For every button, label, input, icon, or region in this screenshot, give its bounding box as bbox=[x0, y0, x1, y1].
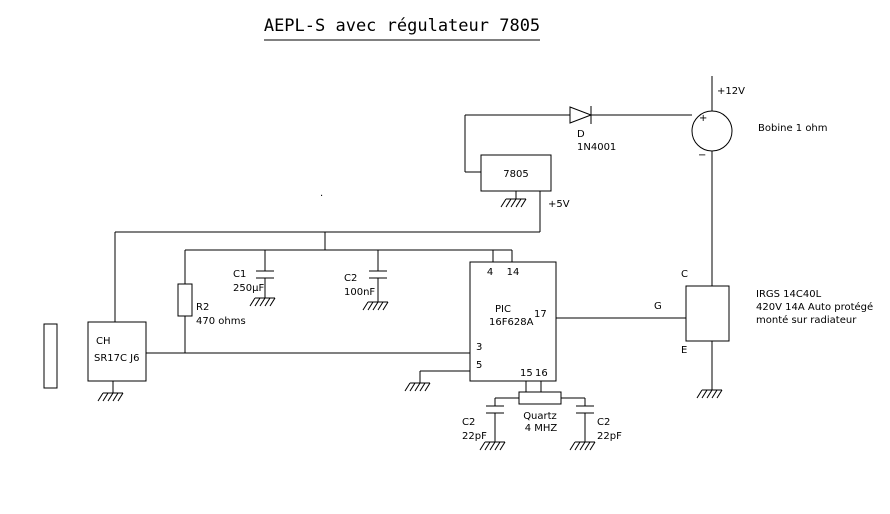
c22-left-value: 22pF bbox=[462, 431, 487, 442]
igbt-desc-1: 420V 14A Auto protégé bbox=[756, 301, 873, 313]
resistor-r2: R2 470 ohms bbox=[177, 250, 246, 353]
igbt-part: IRGS 14C40L bbox=[756, 289, 822, 300]
pic-pin3: 3 bbox=[476, 342, 482, 353]
stray-dot: . bbox=[320, 188, 323, 199]
quartz-label-1: Quartz bbox=[523, 411, 557, 422]
label-5v: +5V bbox=[548, 199, 570, 210]
ground-symbol bbox=[500, 198, 527, 208]
c1-ref: C1 bbox=[233, 269, 246, 280]
ch-block: CH SR17C J6 bbox=[43, 321, 147, 402]
igbt-emitter-label: E bbox=[681, 345, 687, 356]
bobine-plus: + bbox=[699, 113, 707, 124]
ground-symbol bbox=[404, 382, 431, 392]
c2-ref: C2 bbox=[344, 273, 357, 284]
igbt-desc-2: monté sur radiateur bbox=[756, 314, 857, 326]
pic-ref: PIC bbox=[495, 304, 511, 315]
pic-pin14: 14 bbox=[507, 267, 520, 278]
igbt-collector-label: C bbox=[681, 269, 688, 280]
quartz: Quartz 4 MHZ bbox=[495, 391, 585, 434]
c2-value: 100nF bbox=[344, 287, 375, 298]
resistor-body bbox=[177, 283, 193, 317]
pic-pin17: 17 bbox=[534, 309, 547, 320]
page-title: AEPL-S avec régulateur 7805 bbox=[264, 16, 540, 36]
capacitor-c2-100nf: C2 100nF bbox=[344, 250, 389, 311]
ch-label-1: CH bbox=[96, 336, 111, 347]
c1-value: 250µF bbox=[233, 283, 264, 294]
pic-pin15: 15 bbox=[520, 368, 533, 379]
pic-body bbox=[469, 261, 557, 382]
diode-ref: D bbox=[577, 129, 585, 140]
ground-symbol bbox=[97, 392, 124, 402]
ground-symbol bbox=[249, 297, 276, 307]
pic-pin16: 16 bbox=[535, 368, 548, 379]
quartz-label-2: 4 MHZ bbox=[525, 423, 558, 434]
quartz-body bbox=[518, 391, 562, 405]
c22-left-ref: C2 bbox=[462, 417, 475, 428]
diode-symbol bbox=[569, 106, 593, 124]
bobine-symbol bbox=[691, 110, 733, 152]
bobine-minus: − bbox=[698, 150, 706, 161]
ground-symbol bbox=[696, 389, 723, 399]
r2-ref: R2 bbox=[196, 302, 209, 313]
bobine-label: Bobine 1 ohm bbox=[758, 123, 828, 134]
pic-pin5: 5 bbox=[476, 360, 482, 371]
pic-16f628a: 4 14 PIC 16F628A 17 3 5 15 16 bbox=[146, 250, 686, 392]
regulator-7805: 7805 +5V bbox=[480, 154, 570, 232]
ground-symbol bbox=[479, 441, 506, 451]
igbt-body bbox=[685, 285, 730, 342]
ground-symbol bbox=[569, 441, 596, 451]
title-block: AEPL-S avec régulateur 7805 bbox=[264, 16, 540, 41]
capacitor-22pf-left: C2 22pF bbox=[462, 398, 506, 451]
c22-right-value: 22pF bbox=[597, 431, 622, 442]
igbt: C G E IRGS 14C40L 420V 14A Auto protégé … bbox=[654, 151, 873, 399]
ground-symbol bbox=[362, 301, 389, 311]
ch-body bbox=[87, 321, 147, 382]
pic-part: 16F628A bbox=[489, 317, 534, 328]
capacitor-c1: C1 250µF bbox=[233, 250, 276, 307]
label-12v: +12V bbox=[717, 86, 745, 97]
igbt-gate-label: G bbox=[654, 301, 662, 312]
regulator-label: 7805 bbox=[503, 169, 528, 180]
ch-label-2: SR17C J6 bbox=[94, 353, 140, 364]
c22-right-ref: C2 bbox=[597, 417, 610, 428]
capacitor-22pf-right: C2 22pF bbox=[569, 398, 622, 451]
connector-bar bbox=[43, 323, 58, 389]
pic-pin4: 4 bbox=[487, 267, 493, 278]
diode-1n4001: D 1N4001 bbox=[569, 106, 616, 153]
diode-part: 1N4001 bbox=[577, 142, 616, 153]
net-12v: +12V bbox=[464, 76, 745, 173]
net-5v bbox=[114, 231, 540, 322]
r2-value: 470 ohms bbox=[196, 316, 246, 327]
